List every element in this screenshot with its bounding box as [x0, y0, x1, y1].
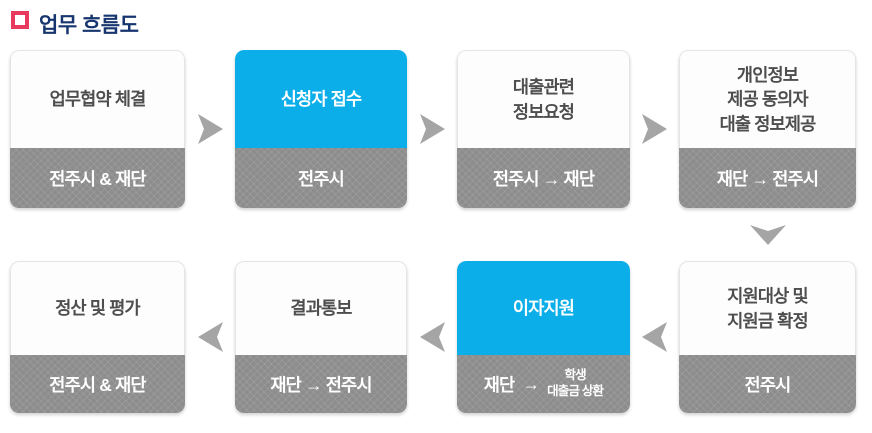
- page-title-text: 업무 흐름도: [39, 14, 139, 37]
- flow-box-actor: 전주시: [235, 148, 407, 208]
- arrow-right-icon: [630, 50, 679, 208]
- flow-box-label: 정산 및 평가: [10, 261, 185, 355]
- red-square-bullet-icon: [11, 11, 29, 29]
- flow-box-settlement-evaluation: 정산 및 평가 전주시 & 재단: [10, 261, 185, 413]
- footer-arrow-glyph: →: [522, 373, 540, 394]
- flow-box-actor: 전주시 & 재단: [10, 148, 185, 208]
- arrow-right-icon: [185, 50, 235, 208]
- arrow-left-icon: [630, 261, 679, 413]
- arrow-left-icon: [185, 261, 235, 413]
- arrow-left-icon: [407, 261, 457, 413]
- flow-box-application: 신청자 접수 전주시: [235, 50, 407, 208]
- flow-box-actor: 전주시 → 재단: [457, 148, 630, 208]
- footer-prefix: 재단: [483, 374, 515, 395]
- flow-box-label: 업무협약 체결: [10, 50, 185, 148]
- arrow-down-icon: [679, 208, 856, 261]
- flow-box-label: 결과통보: [235, 261, 407, 355]
- flow-box-agreement: 업무협약 체결 전주시 & 재단: [10, 50, 185, 208]
- flow-box-label: 이자지원: [457, 261, 630, 355]
- arrow-right-icon: [407, 50, 457, 208]
- flow-box-actor: 전주시: [679, 355, 856, 413]
- flow-box-result-notice: 결과통보 재단 → 전주시: [235, 261, 407, 413]
- flow-box-actor: 재단 → 전주시: [235, 355, 407, 413]
- page-title: 업무 흐름도: [0, 0, 872, 50]
- flow-box-actor: 전주시 & 재단: [10, 355, 185, 413]
- flow-box-actor: 재단 → 전주시: [679, 148, 856, 208]
- flow-box-label: 신청자 접수: [235, 50, 407, 148]
